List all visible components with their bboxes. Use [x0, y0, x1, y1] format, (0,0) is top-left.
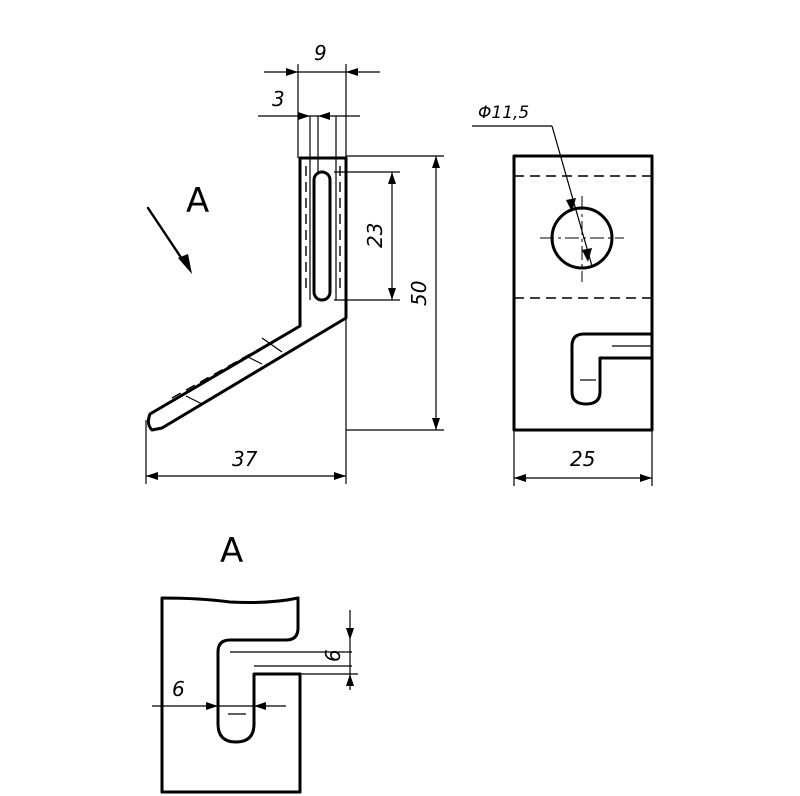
detail-dim6h-arrow-left: [206, 702, 218, 710]
hole-dim-arrow-bottom: [582, 248, 592, 262]
detail-dim6v-arrow-top: [346, 628, 354, 640]
hole-dim-label: Φ11,5: [478, 103, 529, 123]
dim3-arrow-left: [298, 112, 310, 120]
dim37-arrow-left: [146, 472, 158, 480]
dim37-arrow-right: [334, 472, 346, 480]
detail-dim6v-label: 6: [321, 649, 345, 662]
dim25-arrow-right: [640, 474, 652, 482]
dim9-arrow-right: [346, 68, 358, 76]
front-view: [512, 154, 654, 432]
dim3-arrow-right: [318, 112, 330, 120]
dim50-label: 50: [407, 281, 431, 306]
detail-slot-outline: [216, 596, 302, 744]
hole-dim-arrow-top: [566, 198, 576, 212]
dim25-arrow-left: [514, 474, 526, 482]
dim37-label: 37: [232, 447, 258, 471]
dim25-label: 25: [570, 447, 595, 471]
view-arrow-label: A: [186, 181, 209, 221]
side-slot-outline: [312, 170, 332, 302]
front-view-dimensions: Φ11,5 25: [472, 103, 653, 486]
detail-outline-left-top: [160, 596, 300, 794]
dim9-label: 9: [314, 41, 327, 65]
dim3-label: 3: [272, 87, 285, 111]
dim23-arrow-top: [388, 172, 396, 184]
front-notch-outline: [570, 332, 654, 406]
incline-hidden-edge: [171, 325, 301, 399]
hole-dim-leader-diagonal: [551, 125, 593, 267]
side-view-dimensions: 9 3 23 50 37: [145, 41, 444, 484]
dim23-label: 23: [363, 223, 387, 248]
detail-dim6v-arrow-bottom: [346, 674, 354, 686]
front-view-outline: [512, 154, 654, 432]
view-direction-arrow: A: [146, 181, 209, 274]
incline-slot-line-2: [261, 337, 283, 353]
side-view: [146, 116, 348, 432]
dim9-arrow-left: [286, 68, 298, 76]
dim50-arrow-bottom: [432, 418, 440, 430]
incline-slot-line-3: [185, 395, 203, 405]
incline-slot-line-1: [245, 355, 263, 365]
detail-view-a: A 6 6: [152, 531, 358, 794]
dim50-arrow-top: [432, 156, 440, 168]
detail-dim6h-label: 6: [172, 677, 185, 701]
detail-view-label: A: [220, 531, 243, 571]
view-arrow-shaft: [146, 206, 186, 264]
bracket-profile-outline: [146, 156, 348, 432]
view-arrow-head: [178, 254, 192, 274]
detail-dim6h-arrow-right: [254, 702, 266, 710]
dim23-arrow-bottom: [388, 288, 396, 300]
